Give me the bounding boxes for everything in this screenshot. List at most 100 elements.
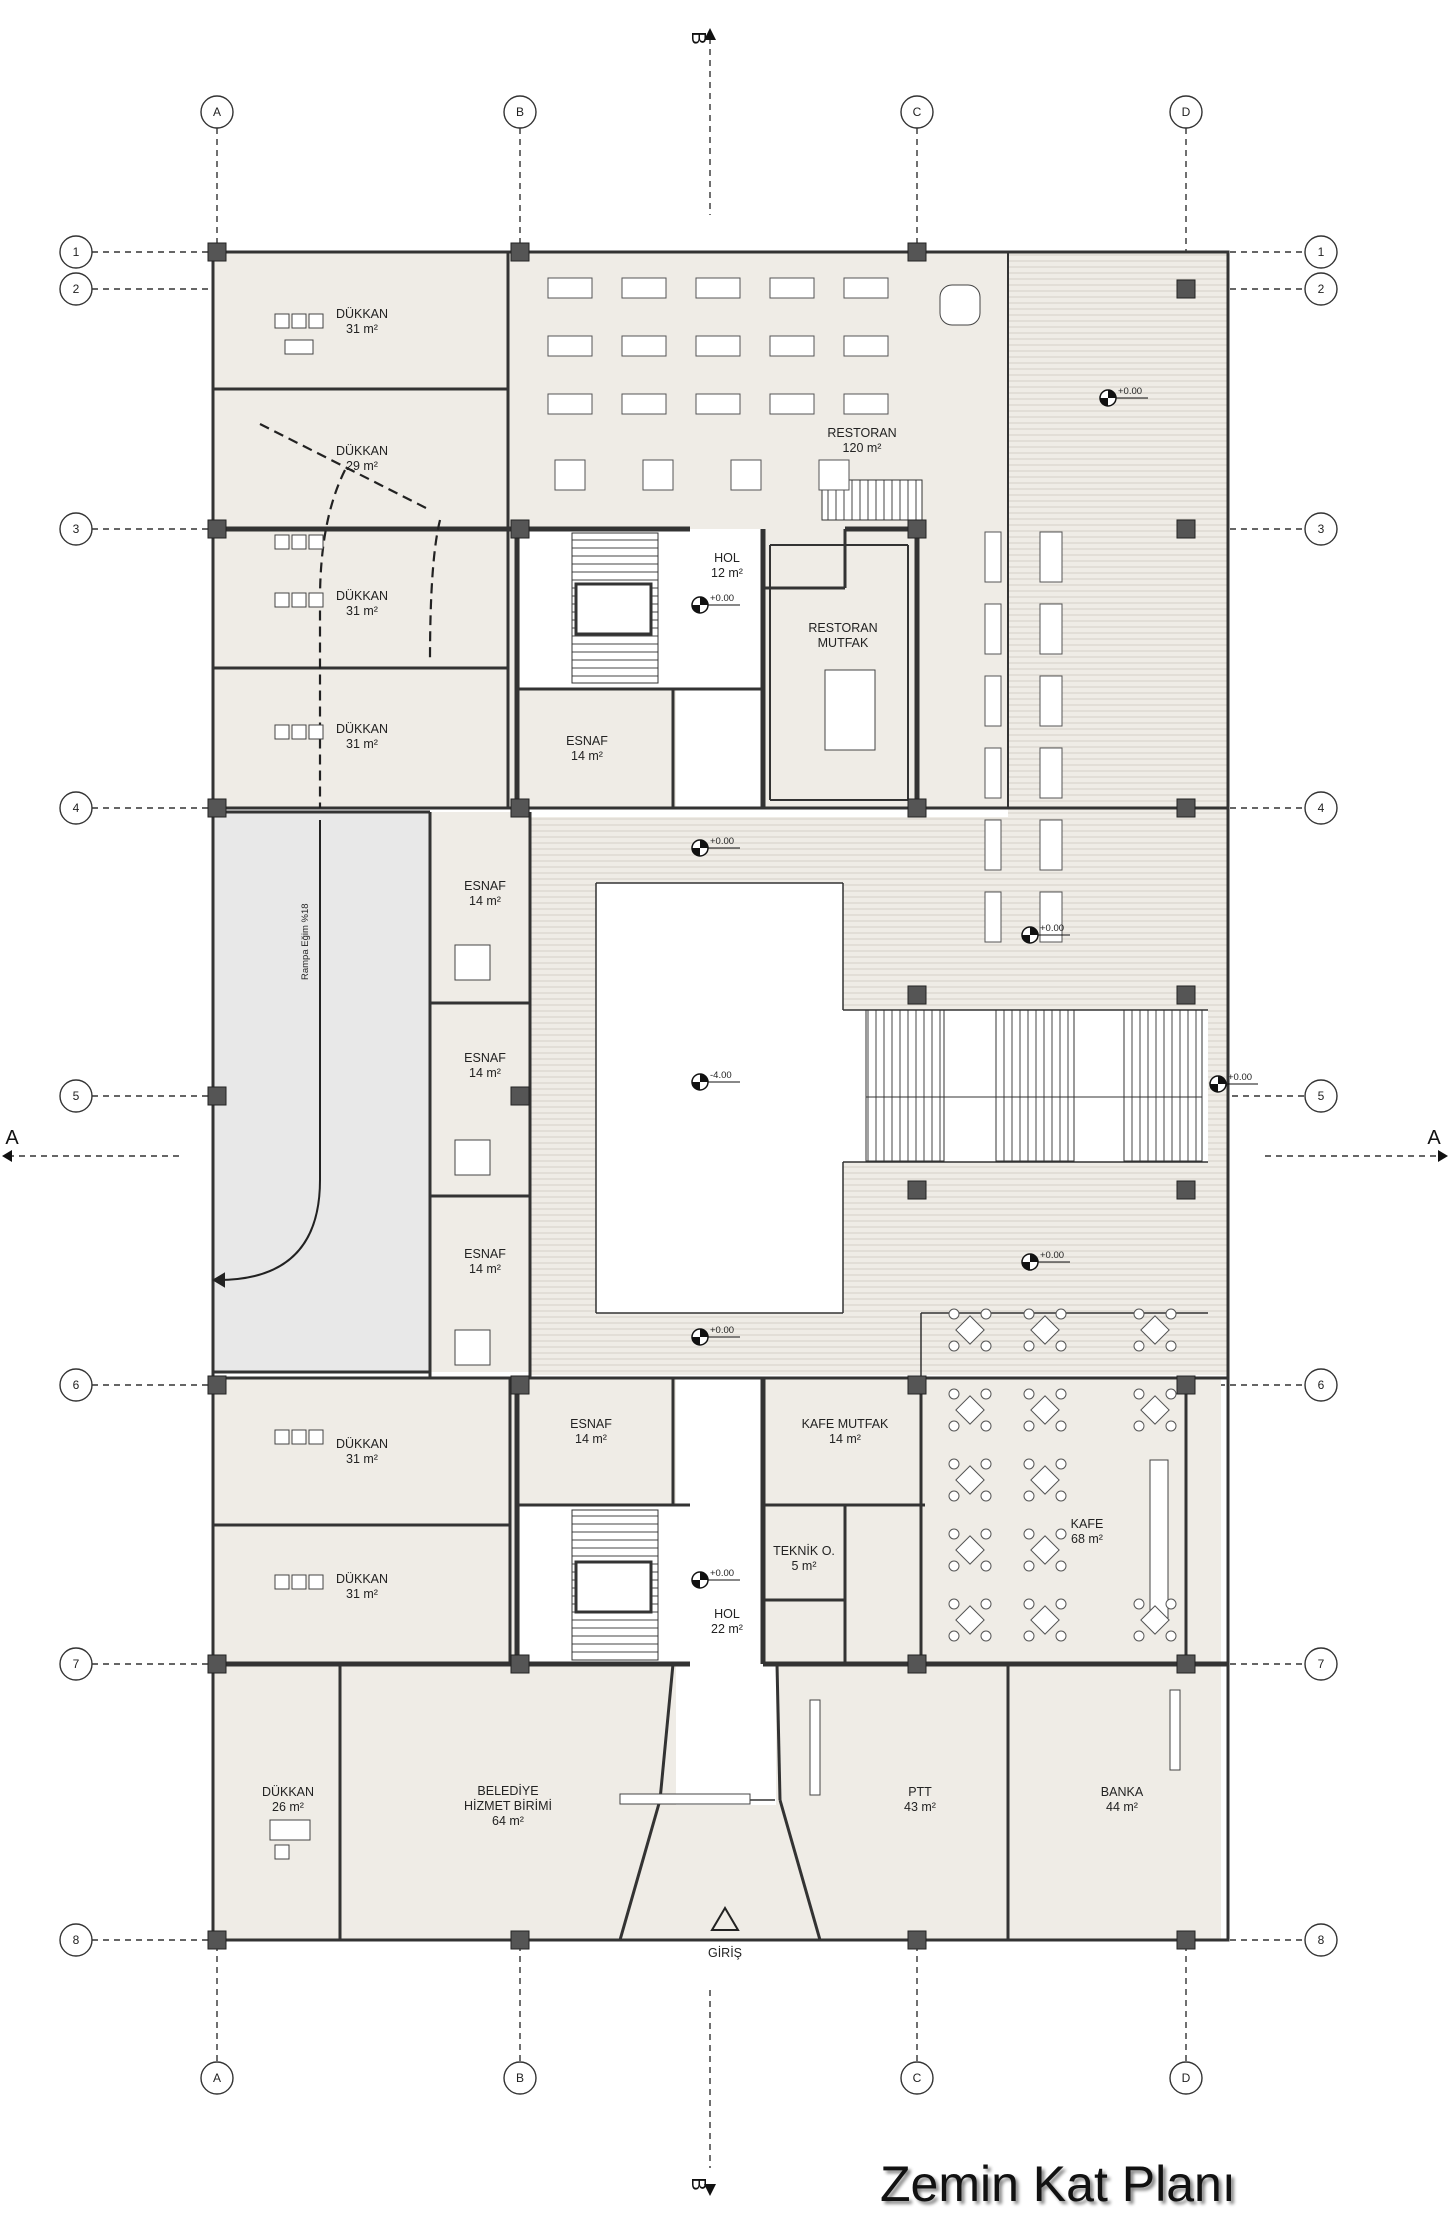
cafe-table [1023, 1528, 1067, 1572]
restaurant-table [547, 335, 593, 357]
level-marker: +0.00 [1099, 386, 1148, 407]
grid-col-d-bottom: D [1182, 2071, 1191, 2085]
restaurant-table [769, 335, 815, 357]
restaurant-table [1039, 747, 1063, 799]
level-value: +0.00 [710, 836, 734, 847]
section-b-top-arrow [704, 28, 716, 40]
cafe-table [948, 1598, 992, 1642]
level-value: +0.00 [710, 1568, 734, 1579]
level-marker: +0.00 [1021, 923, 1070, 944]
cafe-table [1133, 1388, 1177, 1432]
restaurant-table [730, 459, 762, 491]
level-value: -4.00 [710, 1070, 732, 1081]
cafe-table [948, 1308, 992, 1352]
restaurant-table [621, 393, 667, 415]
room-area: 14 m² [571, 749, 603, 763]
grid-row-5-left: 5 [73, 1089, 80, 1103]
level-value: +0.00 [1118, 386, 1142, 397]
grid-col-c-top: C [913, 105, 922, 119]
room-name: DÜKKAN [336, 307, 388, 321]
level-marker: +0.00 [691, 836, 740, 857]
restaurant-table [547, 393, 593, 415]
level-value: +0.00 [1040, 923, 1064, 934]
structural-column [510, 798, 530, 818]
room-name: DÜKKAN [262, 1785, 314, 1799]
structural-column [207, 1930, 227, 1950]
cafe-table [1133, 1308, 1177, 1352]
room-area: 26 m² [272, 1800, 304, 1814]
cafe-table [1023, 1308, 1067, 1352]
level-value: +0.00 [710, 593, 734, 604]
restaurant-table [1039, 819, 1063, 871]
room-name: KAFE [1071, 1517, 1104, 1531]
room-area: 14 m² [469, 1066, 501, 1080]
ramp-note: Rampa Eğim %18 [300, 903, 311, 980]
room-name: ESNAF [464, 1247, 506, 1261]
room-name: HİZMET BİRİMİ [464, 1799, 552, 1813]
cafe-table [948, 1458, 992, 1502]
restaurant-table [984, 747, 1002, 799]
structural-columns [207, 242, 1196, 1950]
section-b-bottom-label: B [687, 2177, 709, 2190]
grid-col-a-bottom: A [213, 2071, 221, 2085]
room-area: 68 m² [1071, 1532, 1103, 1546]
ramp [212, 820, 321, 1288]
room-area: 31 m² [346, 604, 378, 618]
structural-column [510, 1654, 530, 1674]
restaurant-tables [547, 277, 1063, 943]
room-name: HOL [714, 1607, 740, 1621]
room-area: 31 m² [346, 322, 378, 336]
room-area: 22 m² [711, 1622, 743, 1636]
room-name: ESNAF [566, 734, 608, 748]
structural-column [207, 798, 227, 818]
section-b-top-label: B [687, 31, 709, 44]
level-marker: +0.00 [691, 1325, 740, 1346]
room-name: ESNAF [464, 879, 506, 893]
grid-row-8-left: 8 [73, 1933, 80, 1947]
structural-column [1176, 1180, 1196, 1200]
structural-column [907, 798, 927, 818]
grid-row-2-left: 2 [73, 282, 80, 296]
grid-row-1-right: 1 [1318, 245, 1325, 259]
structural-column [1176, 519, 1196, 539]
grid-col-d-top: D [1182, 105, 1191, 119]
entrance: GİRİŞ [708, 1906, 742, 1960]
structural-column [907, 985, 927, 1005]
structural-column [207, 1654, 227, 1674]
cafe-table [948, 1528, 992, 1572]
structural-column [510, 1375, 530, 1395]
grid-row-3-left: 3 [73, 522, 80, 536]
cafe-table [948, 1388, 992, 1432]
restaurant-table [621, 335, 667, 357]
level-value: +0.00 [1228, 1072, 1252, 1083]
restaurant-table [843, 393, 889, 415]
restaurant-table [695, 393, 741, 415]
level-marker: -4.00 [691, 1070, 740, 1091]
grid-row-6-right: 6 [1318, 1378, 1325, 1392]
restaurant-table [621, 277, 667, 299]
room-name: KAFE MUTFAK [802, 1417, 889, 1431]
structural-column [207, 1086, 227, 1106]
restaurant-table [1039, 603, 1063, 655]
restaurant-table [843, 277, 889, 299]
structural-column [907, 1180, 927, 1200]
restaurant-table [1039, 675, 1063, 727]
structural-column [510, 242, 530, 262]
restaurant-table [695, 335, 741, 357]
section-b-bottom-arrow [704, 2184, 716, 2196]
structural-column [1176, 1375, 1196, 1395]
grid-labels: A B C D A B C D 1 2 3 4 5 6 7 8 1 2 3 4 … [73, 105, 1325, 2085]
restaurant-table [547, 277, 593, 299]
structural-column [510, 519, 530, 539]
restaurant-table [1039, 891, 1063, 943]
restaurant-table [984, 891, 1002, 943]
